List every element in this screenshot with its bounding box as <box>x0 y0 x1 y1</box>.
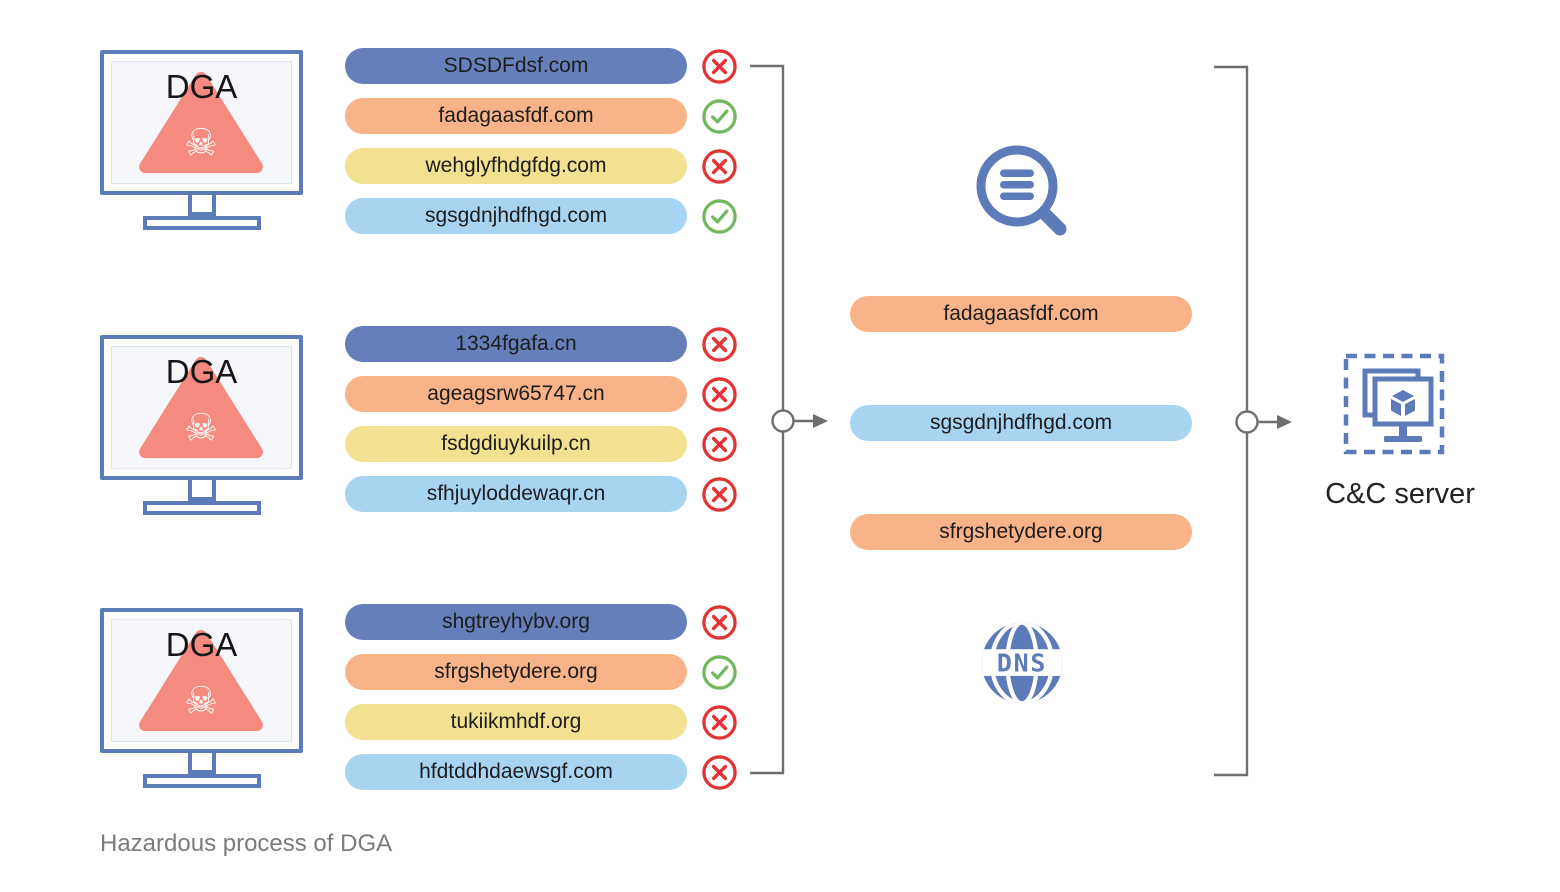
domain-row: fadagaasfdf.com <box>345 98 738 134</box>
allowed-icon <box>702 98 737 134</box>
domain-row: sgsgdnjhdfhgd.com <box>345 198 738 234</box>
blocked-icon <box>702 754 737 790</box>
dga-label: DGA <box>165 626 238 663</box>
domain-row: ageagsrw65747.cn <box>345 376 738 412</box>
domain-name: sfrgshetydere.org <box>434 660 598 683</box>
search-icon <box>976 145 1067 236</box>
domain-pill: SDSDFdsf.com <box>345 48 687 84</box>
monitor-stand <box>187 753 216 774</box>
domain-name: 1334fgafa.cn <box>455 332 577 355</box>
blocked-icon <box>702 326 737 362</box>
cube-icon <box>1391 390 1415 416</box>
monitor-screen: ☠ DGA <box>111 346 292 469</box>
resolved-domain-pill: fadagaasfdf.com <box>850 296 1192 332</box>
cc-server-label: C&C server <box>1325 478 1475 510</box>
skull-icon: ☠ <box>184 408 218 450</box>
monitor-frame: ☠ DGA <box>100 50 303 195</box>
hazard-triangle-icon: ☠ <box>139 71 263 174</box>
junction-node <box>1235 410 1259 434</box>
dga-label: DGA <box>165 353 238 390</box>
domain-name: ageagsrw65747.cn <box>427 382 605 405</box>
hazard-triangle-icon: ☠ <box>139 356 263 459</box>
monitor-base <box>142 774 261 788</box>
dga-machine-2: ☠ DGA <box>100 335 303 515</box>
blocked-icon <box>702 704 737 740</box>
cc-server-icon <box>1343 353 1445 455</box>
skull-icon: ☠ <box>184 123 218 165</box>
monitor-stand <box>187 480 216 501</box>
domain-name: sfrgshetydere.org <box>939 520 1103 543</box>
domain-pill: hfdtddhdaewsgf.com <box>345 754 687 790</box>
domain-row: shgtreyhybv.org <box>345 604 738 640</box>
domain-pill: wehglyfhdgfdg.com <box>345 148 687 184</box>
hazard-triangle-icon: ☠ <box>139 629 263 732</box>
monitor-screen: ☠ DGA <box>111 619 292 742</box>
allowed-icon <box>702 654 737 690</box>
domain-row: tukiikmhdf.org <box>345 704 738 740</box>
monitor-base <box>142 501 261 515</box>
arrow-right-icon <box>813 414 828 428</box>
domain-name: sfhjuyloddewaqr.cn <box>426 482 606 505</box>
domain-row: 1334fgafa.cn <box>345 326 738 362</box>
monitor-base <box>142 216 261 230</box>
allowed-icon <box>702 198 737 234</box>
domain-row: wehglyfhdgfdg.com <box>345 148 738 184</box>
resolved-domain-pill: sfrgshetydere.org <box>850 514 1192 550</box>
domain-pill: ageagsrw65747.cn <box>345 376 687 412</box>
domain-name: fadagaasfdf.com <box>438 104 594 127</box>
domain-pill: shgtreyhybv.org <box>345 604 687 640</box>
domain-row: sfhjuyloddewaqr.cn <box>345 476 738 512</box>
dga-label: DGA <box>165 68 238 105</box>
dga-machine-1: ☠ DGA <box>100 50 303 230</box>
domain-pill: 1334fgafa.cn <box>345 326 687 362</box>
domain-pill: tukiikmhdf.org <box>345 704 687 740</box>
domain-pill: sfhjuyloddewaqr.cn <box>345 476 687 512</box>
monitor-frame: ☠ DGA <box>100 335 303 480</box>
junction-node <box>771 409 795 433</box>
domain-row: hfdtddhdaewsgf.com <box>345 754 738 790</box>
skull-icon: ☠ <box>184 681 218 723</box>
domain-name: fadagaasfdf.com <box>943 302 1099 325</box>
blocked-icon <box>702 476 737 512</box>
domain-name: shgtreyhybv.org <box>442 610 590 633</box>
domain-pill: sgsgdnjhdfhgd.com <box>345 198 687 234</box>
domain-name: tukiikmhdf.org <box>450 710 582 733</box>
blocked-icon <box>702 48 737 84</box>
domain-name: sgsgdnjhdfhgd.com <box>929 411 1113 434</box>
domain-name: sgsgdnjhdfhgd.com <box>424 204 608 227</box>
domain-name: fsdgdiuykuilp.cn <box>441 432 591 455</box>
blocked-icon <box>702 426 737 462</box>
domain-row: fsdgdiuykuilp.cn <box>345 426 738 462</box>
domain-pill: fsdgdiuykuilp.cn <box>345 426 687 462</box>
domain-name: hfdtddhdaewsgf.com <box>419 760 613 783</box>
resolved-domain-pill: sgsgdnjhdfhgd.com <box>850 405 1192 441</box>
domain-row: sfrgshetydere.org <box>345 654 738 690</box>
dns-label: DNS <box>997 649 1047 678</box>
domain-pill: fadagaasfdf.com <box>345 98 687 134</box>
arrow-right-icon <box>1277 415 1292 429</box>
blocked-icon <box>702 604 737 640</box>
dga-machine-3: ☠ DGA <box>100 608 303 788</box>
domain-row: SDSDFdsf.com <box>345 48 738 84</box>
diagram-caption: Hazardous process of DGA <box>100 830 393 857</box>
domain-pill: sfrgshetydere.org <box>345 654 687 690</box>
dns-globe-icon: DNS <box>981 622 1063 704</box>
monitor-frame: ☠ DGA <box>100 608 303 753</box>
domain-name: SDSDFdsf.com <box>443 54 589 77</box>
domain-name: wehglyfhdgfdg.com <box>425 154 607 177</box>
blocked-icon <box>702 376 737 412</box>
monitor-stand <box>187 195 216 216</box>
monitor-screen: ☠ DGA <box>111 61 292 184</box>
blocked-icon <box>702 148 737 184</box>
